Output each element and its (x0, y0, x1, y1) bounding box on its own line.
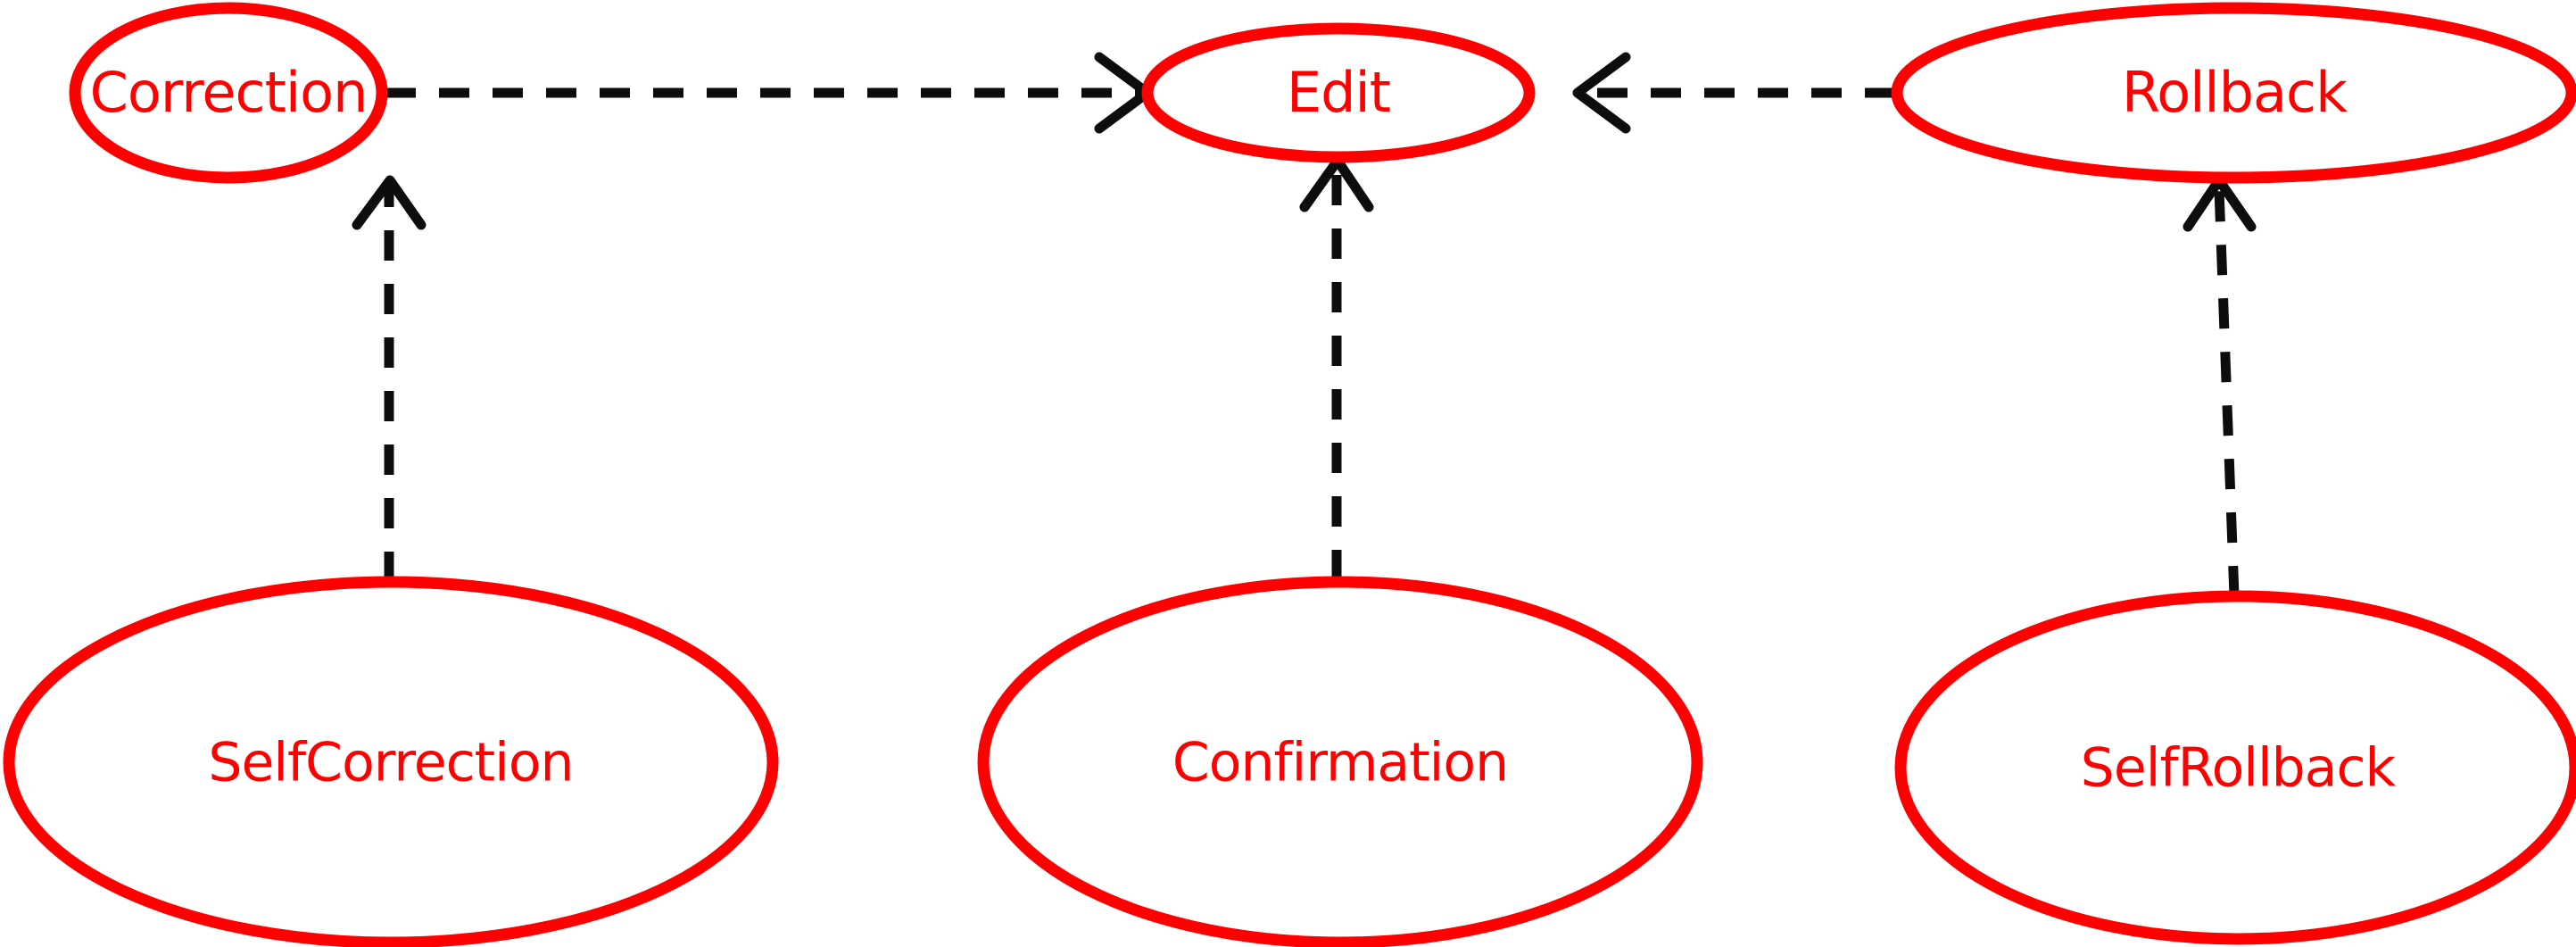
node-label: SelfCorrection (208, 732, 573, 794)
arrowhead-icon (1572, 52, 1631, 134)
edge-correction-to-edit[interactable] (385, 52, 1153, 134)
node-selfrollback[interactable]: SelfRollback (1894, 590, 2576, 945)
node-rollback[interactable]: Rollback (1891, 2, 2576, 184)
edge-rollback-to-edit[interactable] (1572, 52, 1895, 134)
node-label: Confirmation (1172, 732, 1508, 794)
use-case-ellipse (1894, 590, 2576, 945)
use-case-ellipse (3, 576, 779, 947)
node-label: Correction (90, 60, 368, 125)
edge-confirmation-to-edit[interactable] (1299, 155, 1374, 580)
edge-selfrollback-to-rollback[interactable] (2183, 175, 2257, 597)
use-case-ellipse (977, 576, 1703, 947)
node-edit[interactable]: Edit (1141, 22, 1536, 163)
use-case-ellipse (1141, 22, 1536, 163)
use-case-ellipse (69, 2, 388, 184)
edge-line (2214, 188, 2240, 597)
use-case-ellipse (1891, 2, 2576, 184)
node-confirmation[interactable]: Confirmation (977, 576, 1703, 947)
edge-selfcorrection-to-correction[interactable] (352, 175, 427, 582)
arrowhead-icon (352, 175, 427, 230)
node-label: SelfRollback (2081, 737, 2397, 800)
node-selfcorrection[interactable]: SelfCorrection (3, 576, 779, 947)
node-label: Edit (1287, 60, 1390, 125)
node-correction[interactable]: Correction (69, 2, 388, 184)
node-label: Rollback (2122, 60, 2348, 125)
